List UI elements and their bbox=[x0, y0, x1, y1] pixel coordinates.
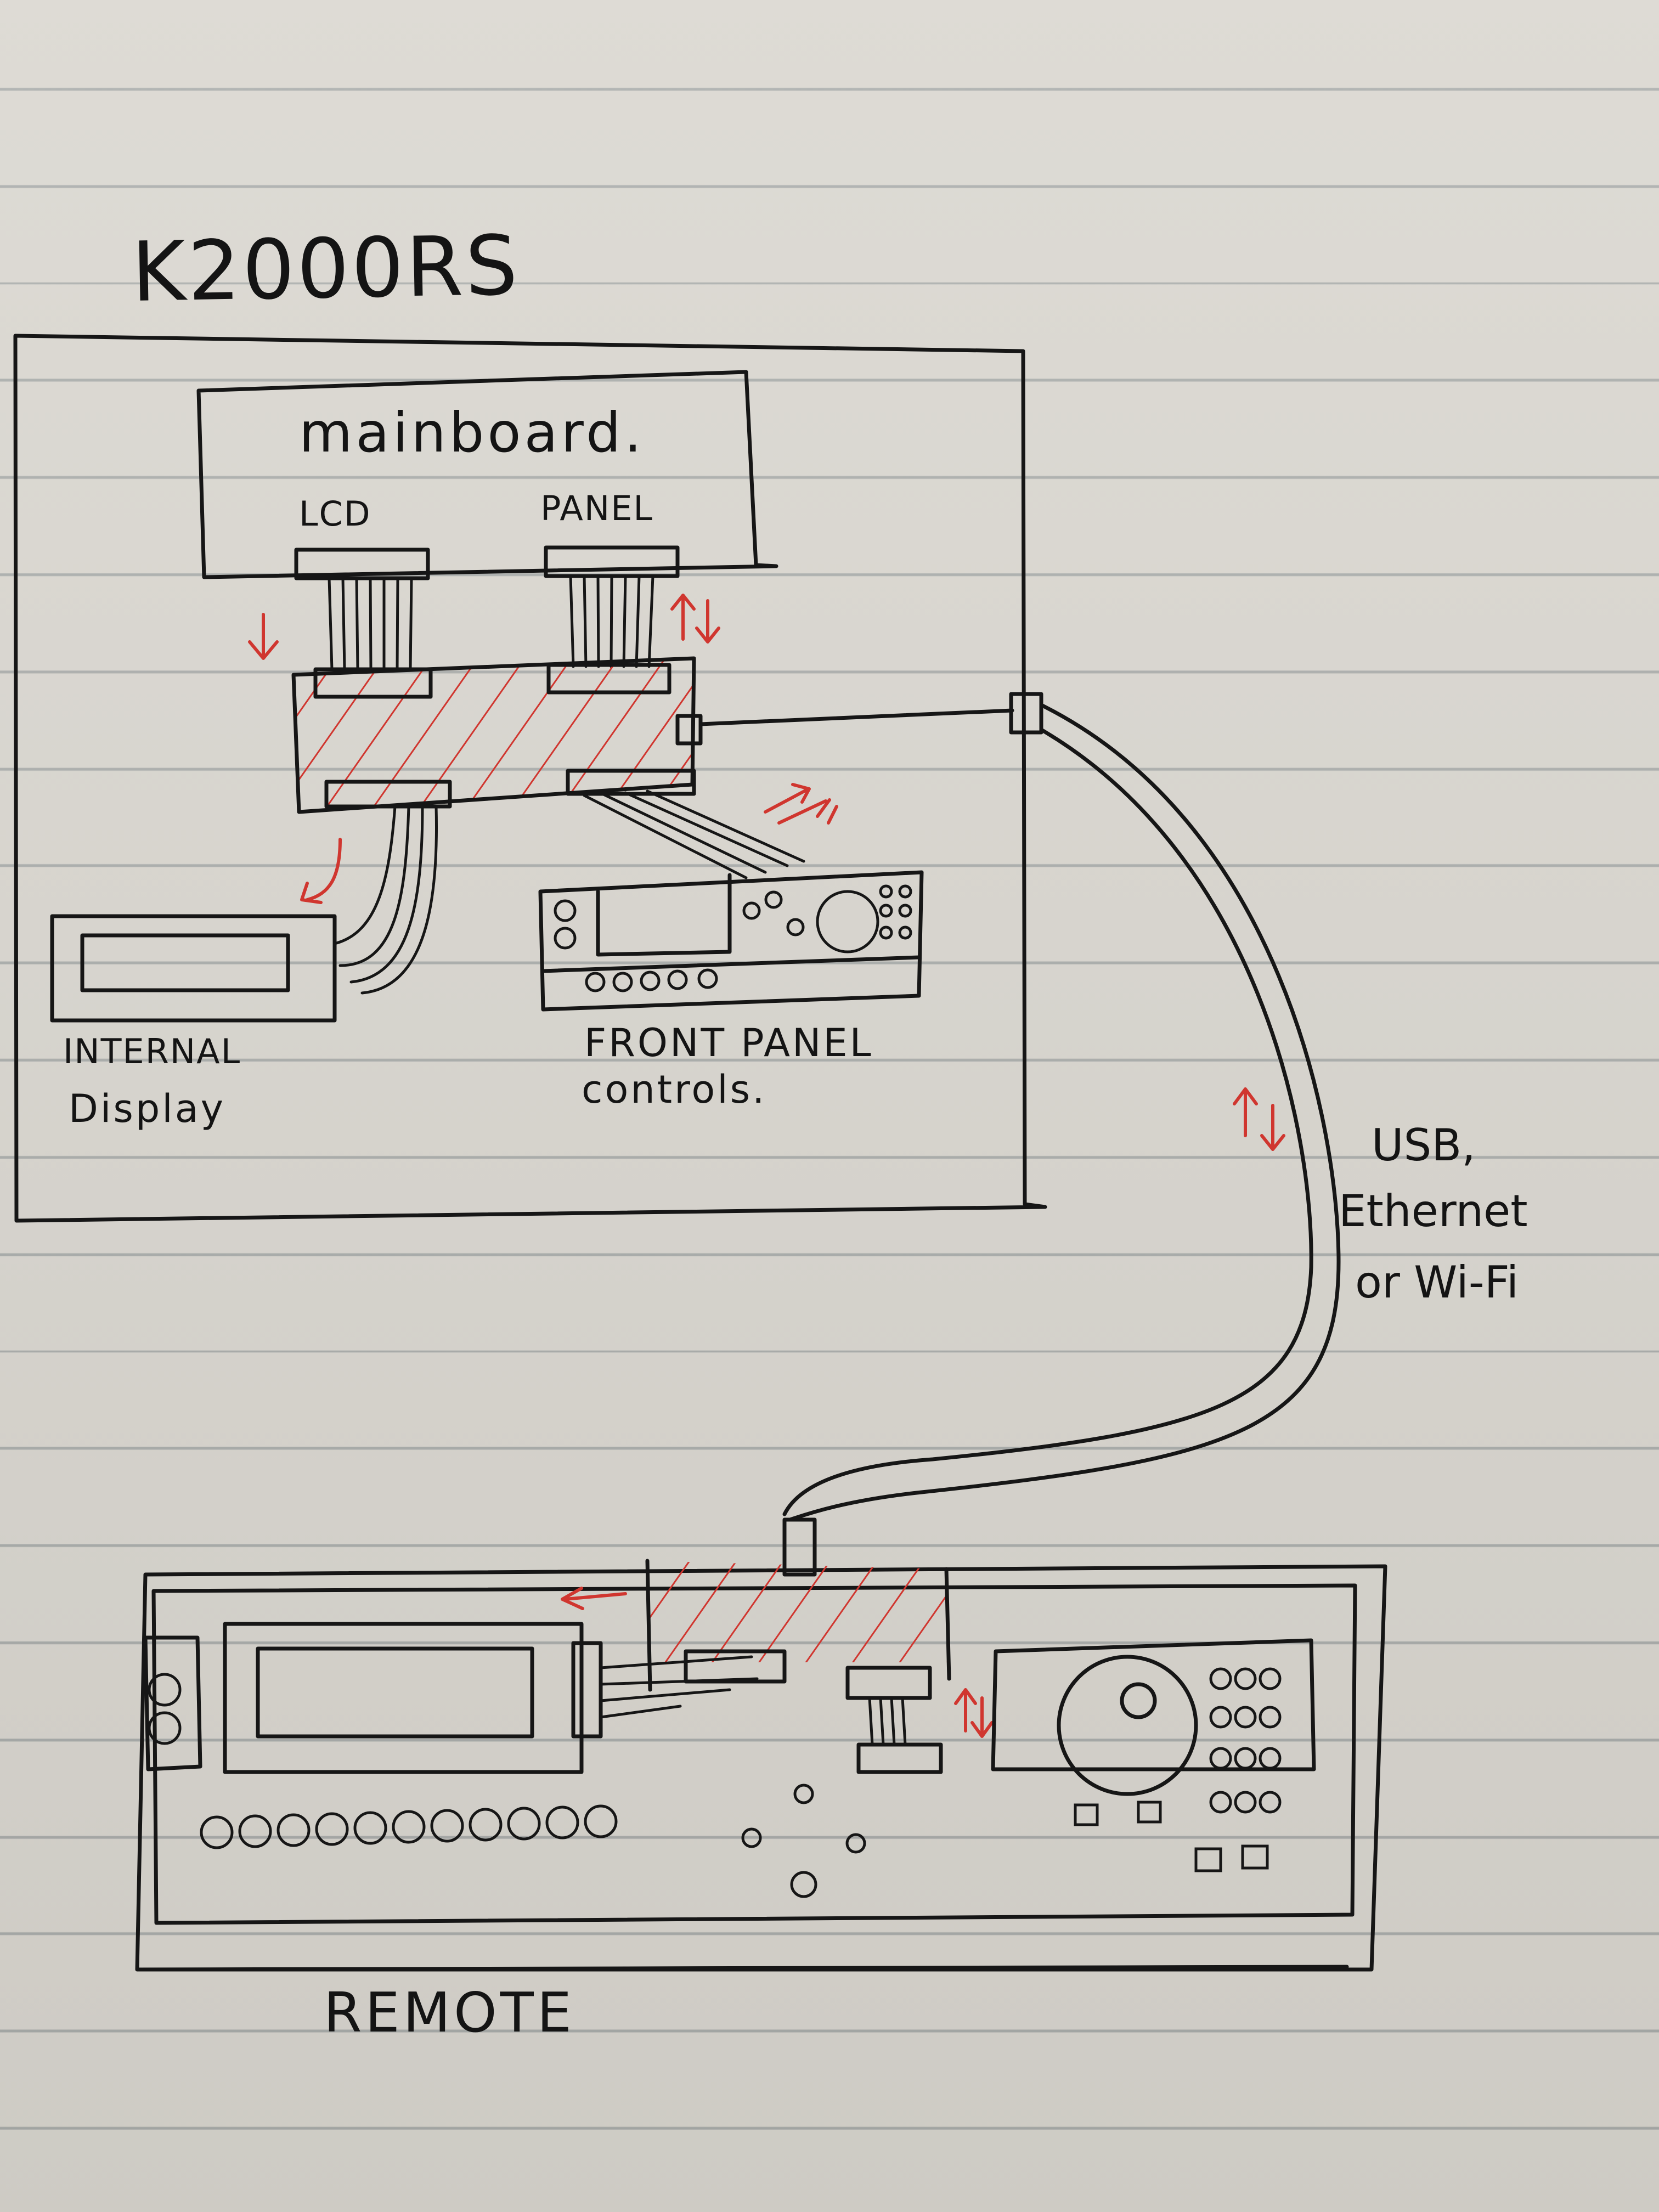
k2000rs-enclosure bbox=[13, 334, 1047, 1223]
interface-lcd-socket-top bbox=[313, 667, 433, 699]
remote-display-cable bbox=[599, 1655, 759, 1719]
remote-control-panel bbox=[991, 1638, 1316, 1771]
arrow-display-curve bbox=[300, 838, 342, 904]
arrow-remote-left bbox=[561, 1587, 627, 1610]
arrow-lcd-down bbox=[248, 613, 279, 660]
interface-external-port bbox=[675, 714, 703, 746]
arrow-link-bidirectional bbox=[1233, 1087, 1285, 1151]
internal-display-screen bbox=[80, 933, 290, 992]
arrow-panel-bidirectional bbox=[670, 594, 720, 644]
remote-bridge-connector bbox=[782, 1517, 817, 1577]
internal-display-label-1: INTERNAL bbox=[63, 1031, 241, 1071]
interface-panel-socket-top bbox=[546, 663, 672, 695]
remote-display-screen bbox=[256, 1646, 534, 1739]
remote-small-buttons bbox=[148, 1667, 1282, 1898]
remote-display bbox=[223, 1622, 584, 1774]
mainboard-label: mainboard. bbox=[299, 400, 645, 465]
front-panel-label-2: controls. bbox=[582, 1067, 767, 1112]
link-label-2: Ethernet bbox=[1339, 1186, 1528, 1237]
lcd-label: LCD bbox=[299, 494, 371, 534]
panel-ribbon-cable bbox=[569, 574, 654, 668]
arrow-remote-bidirectional bbox=[954, 1688, 994, 1738]
link-label-3: or Wi-Fi bbox=[1355, 1257, 1519, 1308]
mainboard-box bbox=[196, 370, 778, 579]
panel-label: PANEL bbox=[540, 488, 653, 528]
link-label-1: USB, bbox=[1372, 1120, 1476, 1171]
enclosure-port bbox=[1009, 692, 1043, 735]
link-cable-b bbox=[782, 727, 1313, 1516]
interface-lcd-socket-bottom bbox=[324, 780, 452, 809]
link-cable-a bbox=[788, 703, 1341, 1522]
internal-display bbox=[50, 914, 337, 1023]
arrow-front-panel-bidirectional bbox=[764, 783, 838, 825]
front-panel-cable bbox=[583, 789, 805, 879]
remote-bridge-board bbox=[647, 1561, 946, 1662]
remote-main-knob bbox=[1057, 1655, 1198, 1796]
internal-display-label-2: Display bbox=[69, 1086, 226, 1131]
interface-board bbox=[291, 656, 696, 814]
lcd-ribbon-cable bbox=[328, 577, 413, 671]
internal-display-cable bbox=[333, 805, 438, 995]
remote-enclosure bbox=[135, 1564, 1387, 1972]
remote-inner-frame bbox=[151, 1583, 1357, 1925]
front-panel-knobs bbox=[554, 884, 912, 992]
lcd-header bbox=[294, 548, 430, 580]
remote-label: REMOTE bbox=[324, 1980, 575, 2045]
diagram-title: K2000RS bbox=[131, 218, 521, 320]
link-cable-top bbox=[698, 708, 1014, 726]
front-panel-label-1: FRONT PANEL bbox=[584, 1020, 873, 1065]
remote-panel-connector bbox=[845, 1666, 932, 1700]
